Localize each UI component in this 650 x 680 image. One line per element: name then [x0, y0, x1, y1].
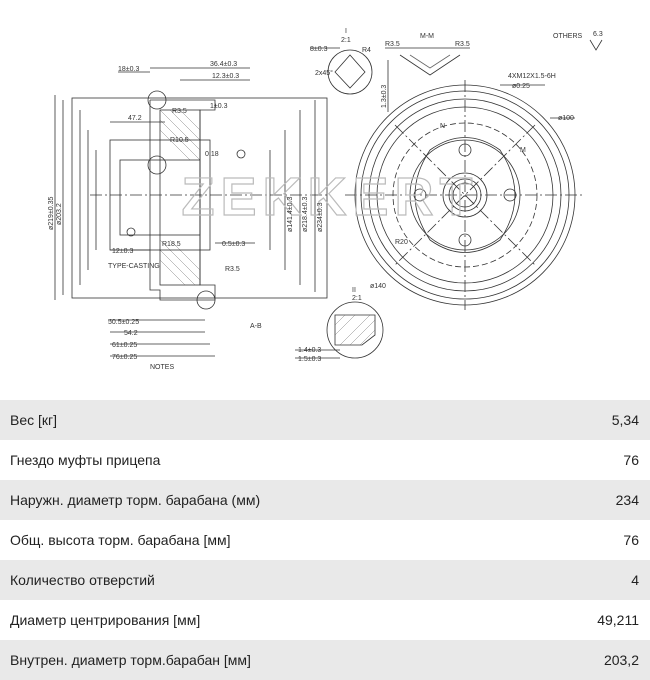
dim-label: TYPE-CASTING [108, 263, 160, 270]
dim-label: 2:1 [352, 295, 362, 302]
dim-label: 0.18 [205, 151, 219, 158]
detail-ii [295, 301, 384, 359]
dim-label: 2x45° [315, 69, 333, 77]
dim-label: 2:1 [341, 37, 351, 44]
dim-label: ø218.4±0.3 [302, 197, 309, 232]
spec-row-inner-diameter: Внутрен. диаметр торм.барабан [мм] 203,2 [0, 640, 650, 680]
dim-label: 1.4±0.3 [298, 347, 321, 354]
dim-label: 0.5±0.3 [222, 241, 245, 248]
dim-label: R3.5 [385, 41, 400, 48]
dim-label: R4 [362, 47, 371, 54]
spec-label: Диаметр центрирования [мм] [10, 612, 201, 628]
dim-label: 18±0.3 [118, 66, 139, 73]
dim-label: 8±0.3 [310, 46, 328, 53]
technical-drawing: ZEKKERT 18±0.3 36.4±0.3 12.3±0.3 1±0.3 4… [48, 28, 603, 371]
spec-table: Вес [кг] 5,34 Гнездо муфты прицепа 76 На… [0, 400, 650, 680]
dim-label: 6.3 [593, 31, 603, 38]
dim-label: 1±0.3 [210, 103, 228, 110]
spec-label: Наружн. диаметр торм. барабана (мм) [10, 492, 261, 508]
dim-label: R3.5 [172, 108, 187, 115]
dim-label: NOTES [150, 364, 174, 371]
dim-label: 76±0.25 [112, 354, 137, 361]
dim-label: 4XM12X1.5-6H [508, 73, 556, 80]
dim-label: R3.5 [225, 266, 240, 273]
roughness-symbol-icon [589, 39, 603, 51]
dimension-labels: 18±0.3 36.4±0.3 12.3±0.3 1±0.3 47.2 R3.5… [48, 28, 603, 371]
dim-label: R18.5 [162, 241, 181, 248]
spec-label: Количество отверстий [10, 572, 155, 588]
spec-value: 76 [623, 532, 639, 548]
brake-drum-drawing-svg: ZEKKERT 18±0.3 36.4±0.3 12.3±0.3 1±0.3 4… [48, 28, 603, 371]
spec-value: 49,211 [597, 612, 639, 628]
spec-row-centering-diameter: Диаметр центрирования [мм] 49,211 [0, 600, 650, 640]
dim-label: 12±0.3 [112, 248, 133, 255]
spec-value: 203,2 [603, 652, 639, 668]
dim-label: 50.5±0.25 [108, 319, 139, 326]
detail-m-m [310, 47, 470, 112]
dim-label: ø140 [370, 283, 386, 290]
dim-label: 36.4±0.3 [210, 61, 237, 68]
spec-row-hole-count: Количество отверстий 4 [0, 560, 650, 600]
spec-label: Вес [кг] [10, 412, 58, 428]
spec-row-outer-diameter: Наружн. диаметр торм. барабана (мм) 234 [0, 480, 650, 520]
dim-label: ø100 [558, 115, 574, 122]
spec-row-weight: Вес [кг] 5,34 [0, 400, 650, 440]
spec-label: Гнездо муфты прицепа [10, 452, 161, 468]
dim-label: M-M [420, 33, 434, 40]
dim-label: ø141.4±0.3 [287, 197, 294, 232]
spec-row-hitch-socket: Гнездо муфты прицепа 76 [0, 440, 650, 480]
dim-label: R3.5 [455, 41, 470, 48]
spec-value: 5,34 [611, 412, 639, 428]
spec-value: 76 [623, 452, 639, 468]
dim-label: ø0.25 [512, 83, 530, 90]
dim-label: 12.3±0.3 [212, 73, 239, 80]
spec-value: 234 [615, 492, 639, 508]
dim-label: M [520, 147, 526, 154]
brand-watermark: ZEKKERT [182, 167, 479, 227]
spec-value: 4 [631, 572, 639, 588]
section-view [54, 67, 330, 357]
dim-label: I [345, 28, 347, 35]
dim-label: R10.5 [170, 137, 189, 144]
dim-label: 1.5±0.3 [298, 356, 321, 363]
front-view [345, 80, 585, 310]
spec-row-total-height: Общ. высота торм. барабана [мм] 76 [0, 520, 650, 560]
dim-label: 47.2 [128, 115, 142, 122]
dim-label: OTHERS [553, 33, 583, 40]
dim-label: ø219±0.35 [48, 196, 55, 230]
dim-label: A-B [250, 323, 262, 330]
dim-label: ø234±0.3 [317, 202, 324, 232]
dim-label: ø203.2 [56, 203, 63, 225]
dim-label: 54.2 [124, 330, 138, 337]
dim-label: 61±0.25 [112, 342, 137, 349]
dim-label: 1.3±0.3 [381, 85, 388, 108]
spec-label: Внутрен. диаметр торм.барабан [мм] [10, 652, 251, 668]
dim-label: II [352, 287, 356, 294]
dim-label: N [440, 123, 445, 130]
spec-label: Общ. высота торм. барабана [мм] [10, 532, 231, 548]
dim-label: R20 [395, 239, 408, 246]
